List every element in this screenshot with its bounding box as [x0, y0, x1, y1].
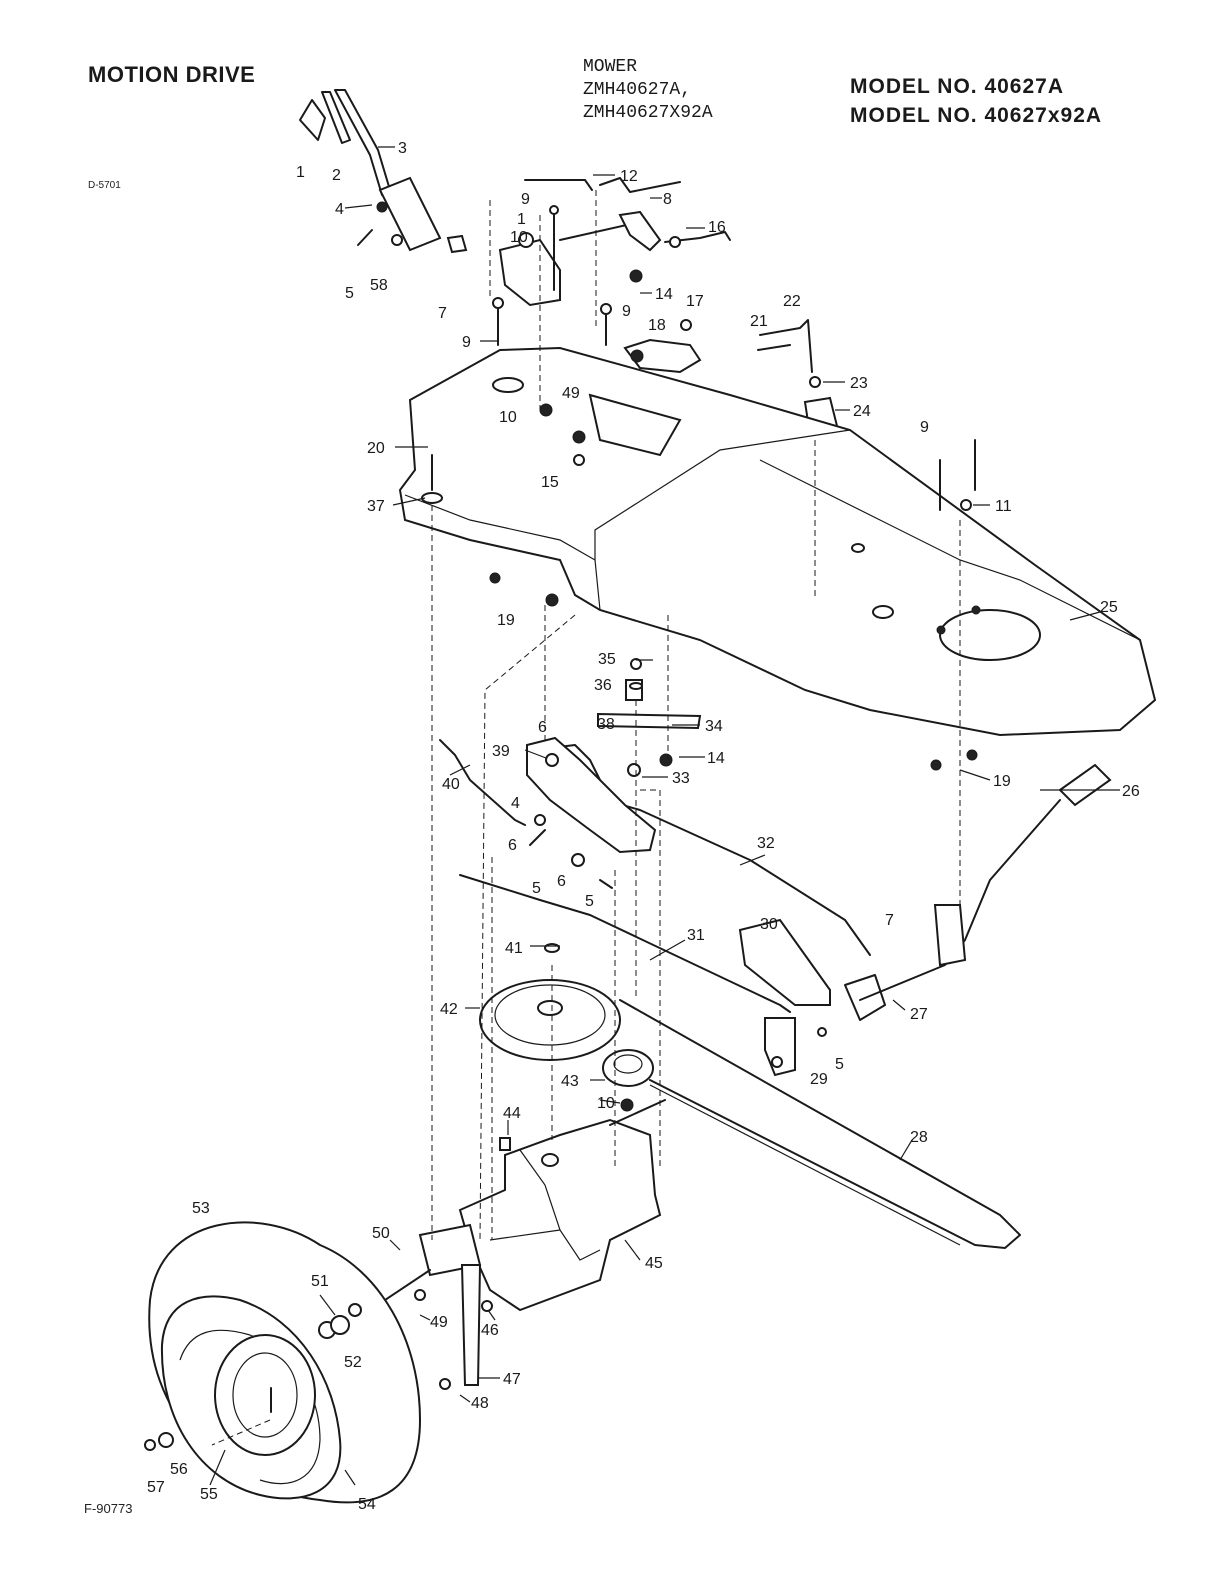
- callout-35: 35: [598, 651, 616, 668]
- main-frame-25: [398, 346, 1157, 737]
- callout-53: 53: [192, 1200, 210, 1217]
- callout-22: 22: [783, 293, 801, 310]
- callout-labels: 1 2 3 4 5 58 7 9 1 10 12 8 16 14 9 17 18…: [147, 140, 1140, 1513]
- callout-10c: 10: [597, 1095, 615, 1112]
- callout-1: 1: [296, 164, 305, 181]
- callout-48: 48: [471, 1395, 489, 1412]
- callout-38: 38: [597, 716, 615, 733]
- callout-57: 57: [147, 1479, 165, 1496]
- callout-49b: 49: [430, 1314, 448, 1331]
- callout-8: 8: [663, 191, 672, 208]
- callout-6c: 6: [557, 873, 566, 890]
- callout-7b: 7: [885, 912, 894, 929]
- callout-18: 18: [648, 317, 666, 334]
- idler-linkage-assembly: [439, 658, 871, 956]
- callout-3: 3: [398, 140, 407, 157]
- callout-5c: 5: [585, 893, 594, 910]
- callout-15: 15: [541, 474, 559, 491]
- callout-5b: 5: [532, 880, 541, 897]
- callout-6: 6: [538, 719, 547, 736]
- callout-19b: 19: [993, 773, 1011, 790]
- bracket-18: [623, 338, 702, 374]
- shift-lever-assembly: [299, 89, 468, 254]
- callout-51: 51: [311, 1273, 329, 1290]
- model-number-1: MODEL NO. 40627A: [850, 75, 1065, 98]
- transaxle-45: [369, 1099, 666, 1390]
- drive-wheel-53: [144, 1221, 422, 1504]
- callout-1b: 1: [517, 211, 526, 228]
- callout-31: 31: [687, 927, 705, 944]
- callout-37: 37: [367, 498, 385, 515]
- callout-16: 16: [708, 219, 726, 236]
- callout-20: 20: [367, 440, 385, 457]
- callout-26: 26: [1122, 783, 1140, 800]
- callout-56: 56: [170, 1461, 188, 1478]
- callout-14b: 14: [707, 750, 725, 767]
- callout-43: 43: [561, 1073, 579, 1090]
- callout-10b: 10: [499, 409, 517, 426]
- product-code-1: ZMH40627A,: [583, 80, 692, 100]
- drive-pulleys-and-belt: [479, 943, 1021, 1249]
- callout-17: 17: [686, 293, 704, 310]
- callout-2: 2: [332, 167, 341, 184]
- callout-9: 9: [521, 191, 530, 208]
- callout-11: 11: [995, 498, 1012, 515]
- callout-34: 34: [705, 718, 723, 735]
- callout-24: 24: [853, 403, 871, 420]
- callout-7: 7: [438, 305, 447, 322]
- callout-47: 47: [503, 1371, 521, 1388]
- callout-10: 10: [510, 229, 528, 246]
- figure-code: F-90773: [84, 1501, 133, 1516]
- callout-9d: 9: [920, 419, 929, 436]
- callout-4: 4: [335, 201, 344, 218]
- callout-39: 39: [492, 743, 510, 760]
- clutch-rod-assembly: [738, 763, 1112, 1077]
- callout-6b: 6: [508, 837, 517, 854]
- callout-46: 46: [481, 1322, 499, 1339]
- product-type: MOWER: [583, 57, 638, 77]
- callout-23: 23: [850, 375, 868, 392]
- callout-32: 32: [757, 835, 775, 852]
- callout-42: 42: [440, 1001, 458, 1018]
- control-bracket-assembly: [492, 177, 731, 346]
- callout-27: 27: [910, 1006, 928, 1023]
- drawing-code: D-5701: [88, 180, 121, 191]
- model-number-2: MODEL NO. 40627x92A: [850, 104, 1103, 127]
- alignment-lines: [211, 190, 961, 1446]
- control-cable-31: [459, 874, 791, 1013]
- callout-36: 36: [594, 677, 612, 694]
- callout-58: 58: [370, 277, 388, 294]
- callout-4b: 4: [511, 795, 520, 812]
- callout-50: 50: [372, 1225, 390, 1242]
- callout-14: 14: [655, 286, 673, 303]
- callout-25: 25: [1100, 599, 1118, 616]
- callout-40: 40: [442, 776, 460, 793]
- callout-9c: 9: [462, 334, 471, 351]
- callout-28: 28: [910, 1129, 928, 1146]
- callout-45: 45: [645, 1255, 663, 1272]
- callout-52: 52: [344, 1354, 362, 1371]
- callout-55: 55: [200, 1486, 218, 1503]
- callout-33: 33: [672, 770, 690, 787]
- callout-30: 30: [760, 916, 778, 933]
- callout-9b: 9: [622, 303, 631, 320]
- callout-12: 12: [620, 168, 638, 185]
- callout-5: 5: [345, 285, 354, 302]
- callout-41: 41: [505, 940, 523, 957]
- callout-54: 54: [358, 1496, 376, 1513]
- callout-29: 29: [810, 1071, 828, 1088]
- callout-44: 44: [503, 1105, 521, 1122]
- callout-49: 49: [562, 385, 580, 402]
- page-title: MOTION DRIVE: [88, 62, 256, 87]
- callout-5d: 5: [835, 1056, 844, 1073]
- callout-19: 19: [497, 612, 515, 629]
- leader-lines: [209, 146, 1120, 1486]
- product-code-2: ZMH40627X92A: [583, 103, 713, 123]
- frame-hardware: [421, 403, 978, 771]
- callout-21: 21: [750, 313, 768, 330]
